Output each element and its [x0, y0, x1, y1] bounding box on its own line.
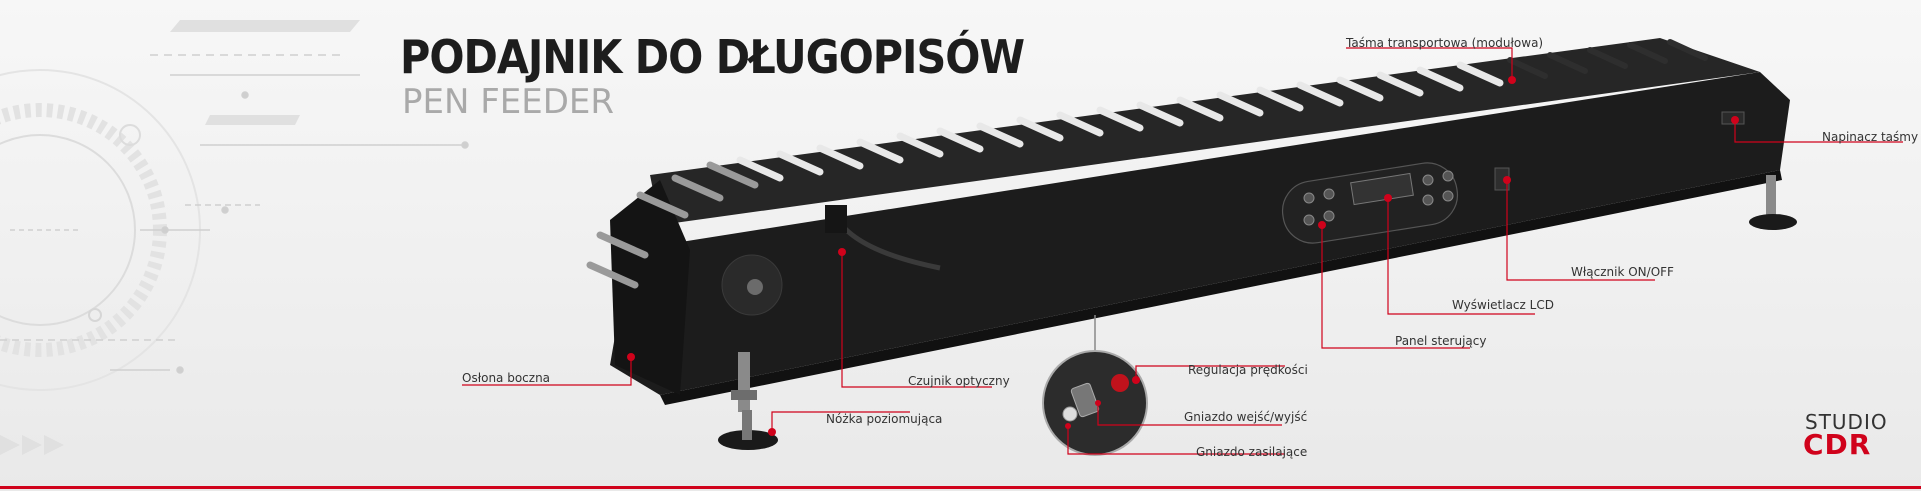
start-button[interactable] — [1303, 192, 1315, 204]
brand-logo: CDR — [1803, 428, 1872, 461]
down-arrow-button[interactable] — [1442, 190, 1454, 202]
page-title: PODAJNIK DO DŁUGOPISÓW — [400, 30, 1025, 84]
label-belt-tensioner: Napinacz taśmy — [1822, 130, 1919, 144]
bottom-accent-line — [0, 486, 1921, 489]
pause-button[interactable] — [1303, 214, 1315, 226]
speed-knob-icon — [1111, 374, 1129, 392]
leveling-foot-rear — [1749, 175, 1797, 230]
label-on-off-switch: Włącznik ON/OFF — [1571, 265, 1674, 279]
brand-studio: STUDIO — [1805, 410, 1888, 434]
control-panel — [1281, 162, 1459, 244]
conveyor-pens — [586, 39, 1708, 289]
label-speed-adjust: Regulacja prędkości — [1188, 363, 1308, 377]
menu-down-button[interactable] — [1422, 194, 1434, 206]
machine-body — [610, 72, 1790, 395]
label-optical-sensor: Czujnik optyczny — [908, 374, 1010, 388]
page-subtitle: PEN FEEDER — [402, 82, 615, 122]
reset-button[interactable] — [1323, 210, 1335, 222]
label-side-cover: Osłona boczna — [462, 371, 551, 385]
side-cover — [610, 180, 690, 395]
label-io-socket: Gniazdo wejść/wyjść — [1184, 410, 1308, 424]
drive-axle — [747, 279, 763, 295]
label-conveyor-belt: Taśma transportowa (modułowa) — [1346, 36, 1544, 50]
menu-up-button[interactable] — [1422, 174, 1434, 186]
conveyor-top — [650, 38, 1760, 225]
machine-base-edge — [660, 170, 1782, 405]
label-power-socket: Gniazdo zasilające — [1196, 445, 1308, 459]
label-leveling-foot: Nóżka poziomująca — [826, 412, 943, 426]
power-socket-icon — [1062, 406, 1078, 422]
up-arrow-button[interactable] — [1442, 170, 1454, 182]
lcd-display — [1350, 172, 1414, 206]
label-control-panel: Panel sterujący — [1395, 334, 1487, 348]
stop-button[interactable] — [1323, 188, 1335, 200]
optical-sensor — [825, 205, 847, 233]
io-socket-icon — [1070, 382, 1100, 418]
label-lcd-display: Wyświetlacz LCD — [1452, 298, 1554, 312]
leveling-foot-front — [718, 352, 778, 450]
